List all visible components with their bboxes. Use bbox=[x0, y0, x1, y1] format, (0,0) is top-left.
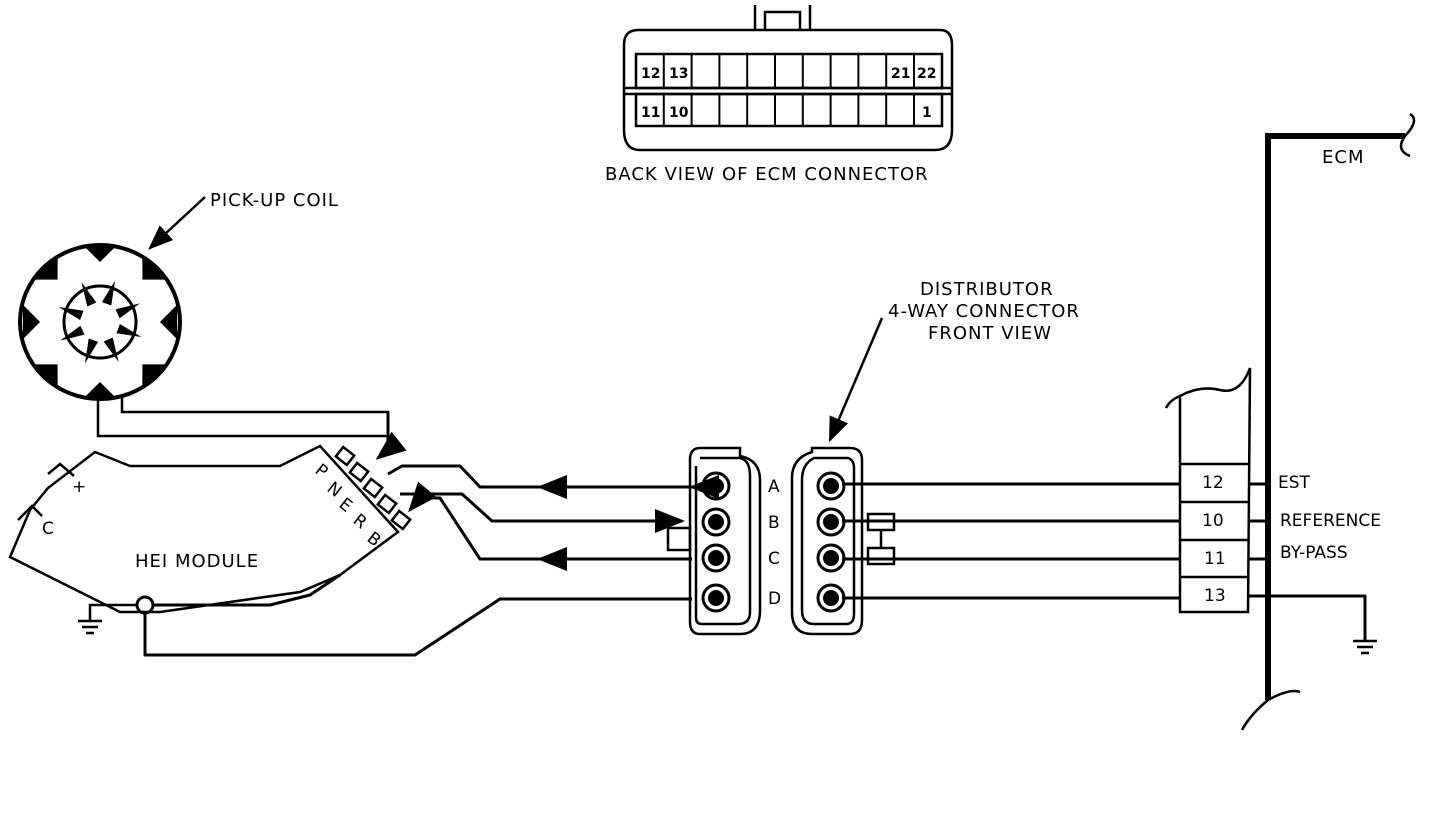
hei-tab-plus bbox=[47, 462, 75, 477]
ecm-connector-latch bbox=[753, 5, 812, 30]
timer-core-tooth bbox=[84, 338, 99, 364]
ecm-pin-21: 21 bbox=[891, 66, 910, 82]
hei-tab-c bbox=[17, 504, 43, 521]
ecm-terminal-12: 12 bbox=[1202, 473, 1224, 493]
ecm-signal-by-pass: BY-PASS bbox=[1280, 543, 1348, 563]
harness-pin-cavity bbox=[701, 507, 731, 537]
pin-label-c: C bbox=[768, 549, 780, 569]
ecm-pin-12: 12 bbox=[641, 66, 660, 82]
distributor-pin bbox=[823, 590, 839, 606]
hei-terminal-n: N bbox=[323, 478, 345, 502]
pickup-coil: PICK-UP COIL bbox=[18, 190, 390, 438]
timer-core-tooth bbox=[103, 337, 119, 362]
pole-piece-tooth bbox=[33, 255, 58, 280]
hei-terminal-p: P bbox=[311, 460, 331, 482]
harness-pin bbox=[708, 590, 724, 606]
ecm-connector-caption: BACK VIEW OF ECM CONNECTOR bbox=[605, 164, 929, 185]
hei-plus-label: + bbox=[72, 477, 86, 497]
distributor-pin-cavity bbox=[816, 471, 846, 501]
timer-core-tooth bbox=[115, 303, 140, 319]
harness-connector: A B C D bbox=[666, 446, 781, 636]
distributor-pin bbox=[823, 550, 839, 566]
pickup-coil-outer-ring bbox=[18, 243, 182, 401]
harness-connector-body bbox=[688, 446, 762, 636]
ecm-pin-1: 1 bbox=[922, 105, 932, 121]
hei-terminal-b: B bbox=[363, 528, 385, 551]
harness-pin-cavity bbox=[701, 543, 731, 573]
ecm: ECM 12 10 11 13 EST REFERENCE BY-PASS bbox=[1164, 112, 1416, 731]
pole-piece-tooth bbox=[142, 255, 167, 280]
distributor-connector: DISTRIBUTOR 4-WAY CONNECTOR FRONT VIEW bbox=[790, 279, 1080, 636]
ecm-frame bbox=[1265, 133, 1405, 700]
ecm-terminal-10: 10 bbox=[1202, 511, 1224, 531]
pickup-coil-label: PICK-UP COIL bbox=[210, 190, 339, 211]
hei-c-label: C bbox=[42, 519, 54, 539]
ecm-terminal-13: 13 bbox=[1204, 586, 1226, 606]
pin-label-a: A bbox=[768, 477, 780, 497]
pole-piece-tooth bbox=[160, 304, 178, 340]
ecm-signal-reference: REFERENCE bbox=[1280, 511, 1381, 531]
pin-label-b: B bbox=[768, 513, 780, 533]
ecm-connector-body bbox=[622, 28, 954, 152]
pole-piece-tooth bbox=[33, 364, 58, 389]
ecm-terminal-11: 11 bbox=[1204, 549, 1226, 569]
timer-core-tooth bbox=[101, 280, 116, 306]
hei-module-label: HEI MODULE bbox=[135, 551, 259, 572]
timer-core-tooth bbox=[81, 282, 97, 307]
timer-core-tooth bbox=[58, 306, 84, 321]
ecm-pin-11: 11 bbox=[641, 105, 660, 121]
hei-module-body bbox=[8, 444, 400, 614]
pole-piece-tooth bbox=[82, 244, 118, 262]
distributor-title-line3: FRONT VIEW bbox=[928, 323, 1052, 344]
hei-terminal-blocks bbox=[334, 445, 412, 531]
ecm-connector-back-view: 12 13 21 22 11 10 1 BACK VIEW OF ECM CON… bbox=[605, 5, 954, 185]
harness-pin bbox=[708, 514, 724, 530]
distributor-pin bbox=[823, 478, 839, 494]
connector-to-ecm-wires bbox=[842, 482, 1180, 600]
harness-pin-cavity bbox=[701, 471, 731, 501]
distributor-pin bbox=[823, 514, 839, 530]
ecm-pin-10: 10 bbox=[669, 105, 689, 121]
distributor-connector-body bbox=[790, 446, 864, 636]
pole-piece-tooth bbox=[82, 382, 118, 400]
harness-pin bbox=[708, 478, 724, 494]
hei-to-connector-wires bbox=[143, 412, 719, 657]
hei-ground-stud bbox=[135, 595, 155, 615]
pole-piece-tooth bbox=[22, 304, 40, 340]
timer-core-tooth bbox=[60, 325, 85, 341]
pin-label-d: D bbox=[768, 589, 781, 609]
hei-module: + C HEI MODULE P N E R B bbox=[8, 444, 412, 635]
pole-piece-tooth bbox=[142, 364, 167, 389]
hei-terminal-e: E bbox=[335, 494, 356, 516]
harness-pin bbox=[708, 550, 724, 566]
harness-pin-cavity bbox=[701, 583, 731, 613]
ecm-pin-13: 13 bbox=[669, 66, 688, 82]
ecm-signal-est: EST bbox=[1278, 473, 1311, 493]
hei-terminal-r: R bbox=[349, 510, 371, 533]
timer-core-tooth bbox=[116, 323, 142, 338]
ecm-connector-block bbox=[1164, 367, 1252, 614]
pickup-coil-inner-ring bbox=[62, 284, 138, 360]
ecm-label: ECM bbox=[1322, 147, 1364, 168]
ecm-pin-22: 22 bbox=[917, 66, 936, 82]
distributor-title-line1: DISTRIBUTOR bbox=[920, 279, 1054, 300]
distributor-title-line2: 4-WAY CONNECTOR bbox=[888, 301, 1080, 322]
